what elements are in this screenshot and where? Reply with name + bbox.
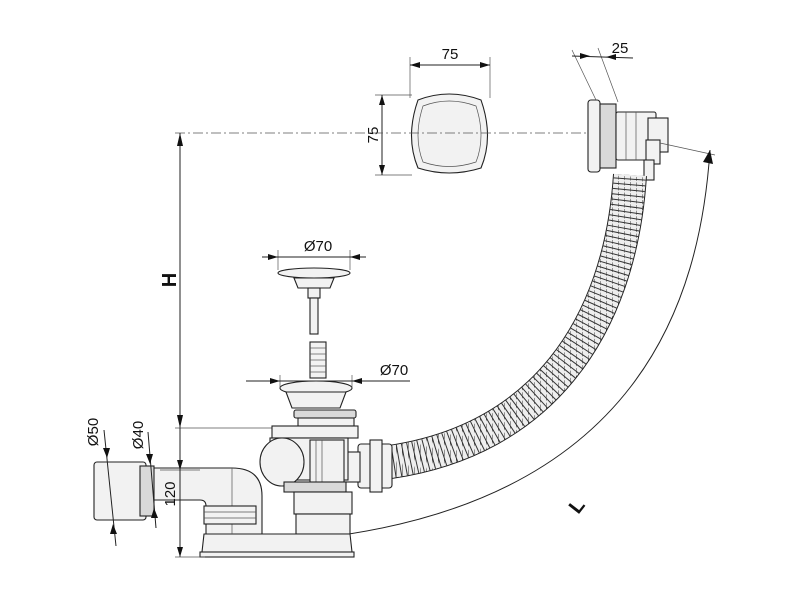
overflow-side-view [587,99,669,181]
outlet-pipe [93,461,155,521]
drain-flange [271,380,359,439]
corrugated-hose [387,173,647,479]
plug-threaded-stem [309,341,327,379]
trap-body [199,437,355,558]
plate-height-dimension: 75 [365,94,412,176]
drain-diameter-dimension: Ø70 [246,362,410,388]
trap-height-label: 120 [162,481,179,506]
length-label: L [565,495,590,518]
plug-cap [277,267,351,335]
height-dimension: H [159,132,590,429]
overflow-depth-dimension: 25 [571,40,634,103]
plug-diameter-dimension: Ø70 [262,238,366,270]
plug-diameter-label: Ø70 [304,238,332,255]
outlet-outer-dimension: Ø50 [85,418,117,547]
outlet-inner-dimension: Ø40 [130,421,158,529]
overflow-plate [411,93,488,174]
plate-height-label: 75 [365,127,382,144]
drain-diameter-label: Ø70 [380,362,408,379]
trap-height-dimension: 120 [160,428,205,558]
overflow-depth-label: 25 [612,40,629,57]
height-label: H [159,273,181,287]
plate-width-dimension: 75 [409,46,491,98]
outlet-inner-label: Ø40 [130,421,147,449]
plate-width-label: 75 [442,46,459,63]
outlet-outer-label: Ø50 [85,418,102,446]
outlet-elbow [149,467,263,535]
